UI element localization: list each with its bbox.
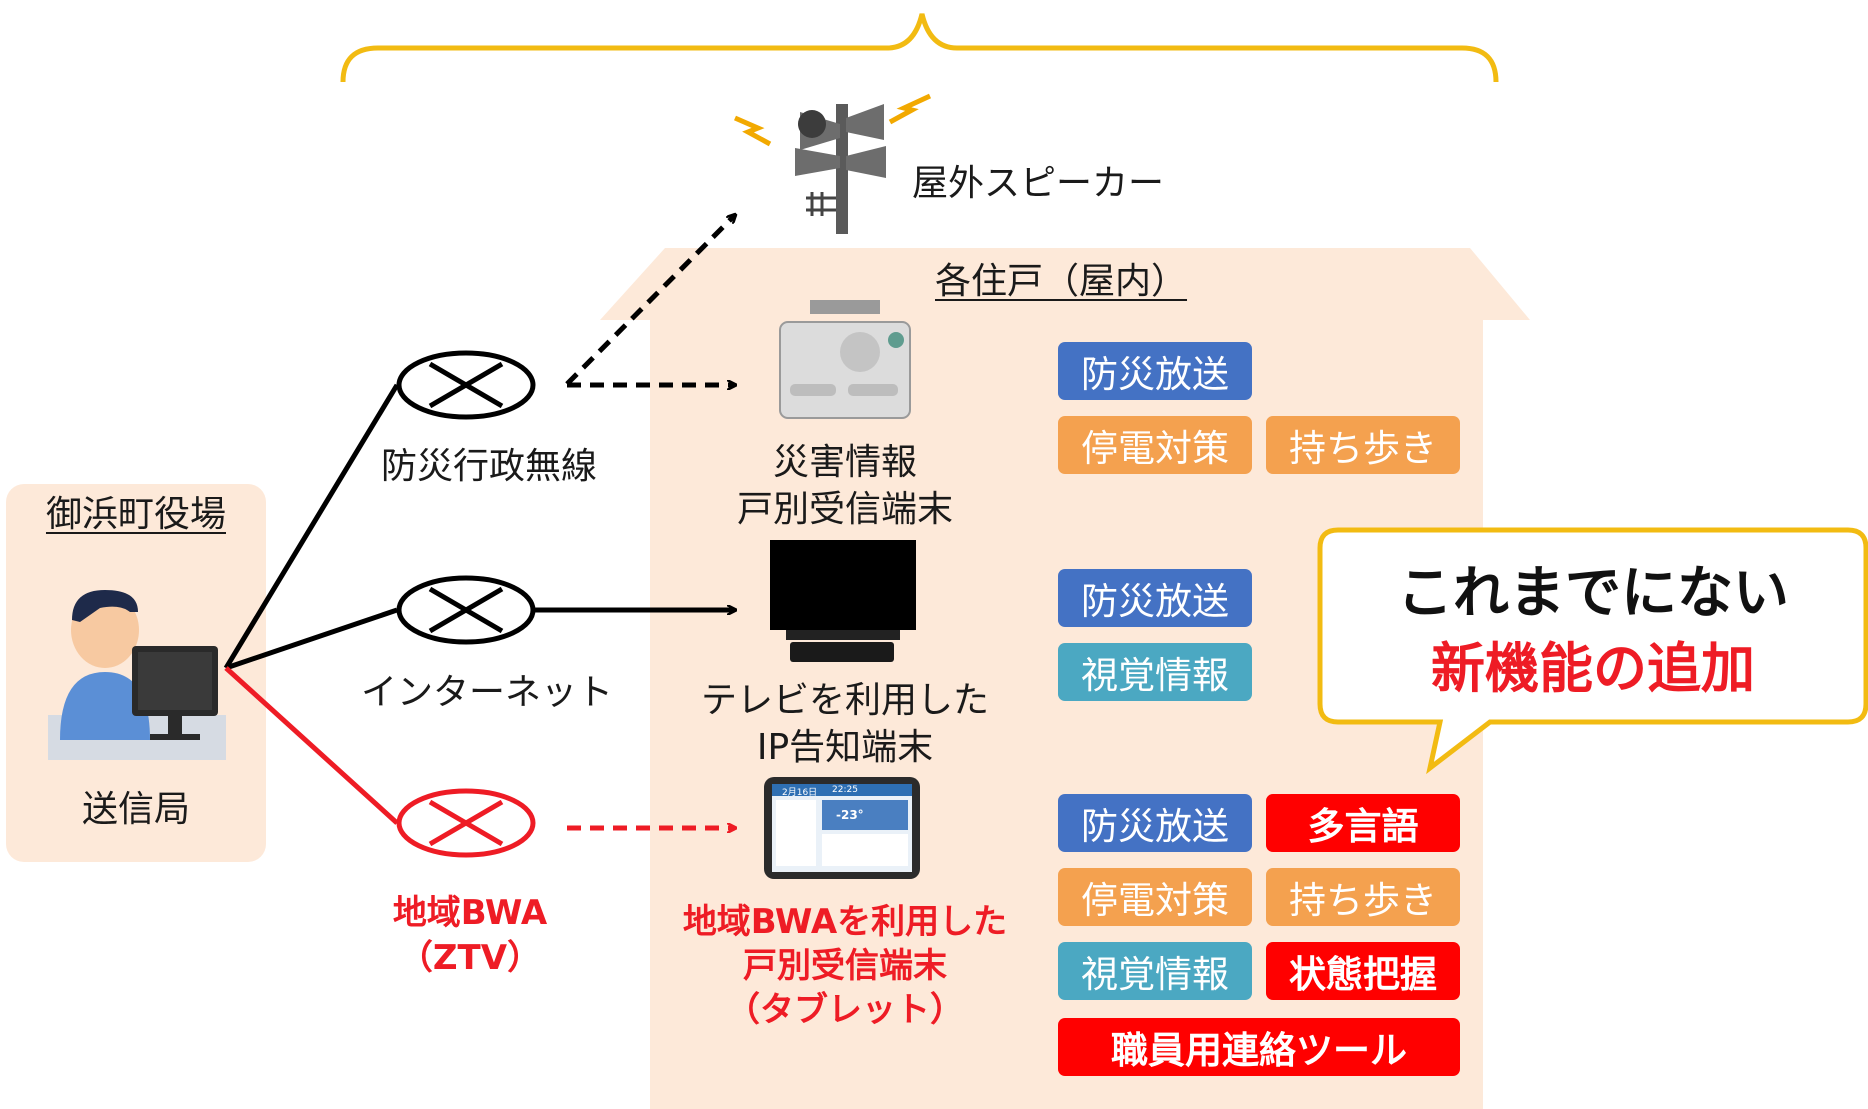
speaker-illustration	[734, 93, 932, 234]
feature-tablet-broadcast: 防災放送	[1058, 794, 1252, 852]
callout-line-2: 新機能の追加	[1431, 637, 1755, 700]
link-internet	[225, 607, 398, 671]
link-bwa	[224, 666, 399, 825]
operator-illustration	[48, 590, 226, 760]
feature-tablet-portable: 持ち歩き	[1266, 868, 1460, 926]
tablet-screen-time: 22:25	[832, 785, 858, 795]
feature-radio-portable: 持ち歩き	[1266, 416, 1460, 474]
feature-tablet-power: 停電対策	[1058, 868, 1252, 926]
tv-illustration	[770, 540, 916, 662]
top-brace	[340, 13, 1499, 83]
channel-radio-label: 防災行政無線	[381, 446, 598, 487]
channel-bwa-label: 地域BWA	[392, 893, 548, 933]
relay-node-internet	[396, 575, 536, 645]
relay-node-bwa	[396, 788, 536, 858]
station-title: 御浜町役場	[45, 494, 226, 535]
callout-line-1: これまでにない	[1397, 561, 1789, 626]
feature-radio-broadcast: 防災放送	[1058, 342, 1252, 400]
feature-tablet-staff-tool: 職員用連絡ツール	[1058, 1018, 1460, 1076]
channel-internet-label: インターネット	[361, 672, 614, 713]
radio-terminal-label-2: 戸別受信端末	[736, 489, 953, 530]
tablet-screen-date: 2月16日	[782, 788, 818, 798]
tablet-terminal-label-1: 地域BWAを利用した	[682, 902, 1008, 942]
feature-tv-visual: 視覚情報	[1058, 643, 1252, 701]
radio-terminal-label-1: 災害情報	[772, 442, 917, 483]
feature-tablet-visual: 視覚情報	[1058, 942, 1252, 1000]
station-label: 送信局	[81, 789, 190, 830]
tablet-terminal-label-3: （タブレット）	[726, 990, 964, 1030]
feature-tablet-multilingual: 多言語	[1266, 794, 1460, 852]
tv-terminal-label-2: IP告知端末	[756, 727, 934, 768]
arrow-to-speaker	[565, 215, 735, 386]
feature-tablet-status: 状態把握	[1266, 942, 1460, 1000]
callout-bubble	[1317, 527, 1868, 775]
tv-terminal-label-1: テレビを利用した	[700, 680, 989, 721]
link-radio	[223, 383, 400, 670]
tablet-illustration	[764, 777, 920, 879]
channel-bwa-sub-label: （ZTV）	[398, 938, 542, 978]
feature-radio-power: 停電対策	[1058, 416, 1252, 474]
tablet-screen-temp: -23°	[836, 808, 864, 822]
speaker-label: 屋外スピーカー	[912, 163, 1165, 204]
house-title: 各住戸（屋内）	[935, 261, 1188, 302]
radio-terminal-illustration	[779, 300, 911, 419]
tablet-terminal-label-2: 戸別受信端末	[743, 946, 947, 986]
relay-node-radio	[396, 350, 536, 420]
feature-tv-broadcast: 防災放送	[1058, 569, 1252, 627]
